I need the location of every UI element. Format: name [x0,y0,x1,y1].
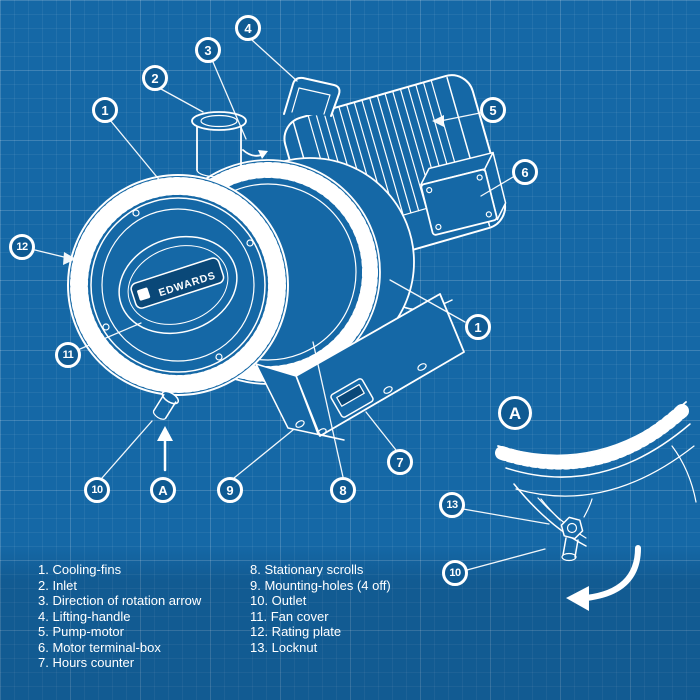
callout-1-lower: 1 [465,314,491,340]
legend-item-11: 11. Fan cover [250,608,329,624]
legend-item-10: 10. Outlet [250,593,307,608]
legend-item-8: 8. Stationary scrolls [250,562,364,577]
legend-item-3: 3. Direction of rotation arrow [38,593,202,608]
unscrew-rotation-arrow [566,545,641,611]
mounting-holes [295,363,427,436]
locknut [560,516,584,562]
legend-item-13: 13. Locknut [250,639,318,655]
legend-item-4: 4. Lifting-handle [38,608,131,624]
legend-item-12: 12. Rating plate [250,624,342,639]
cover-bolt [246,239,254,247]
callout-3: 3 [195,37,221,63]
legend-item-6: 6. Motor terminal-box [38,639,161,655]
leader-arrowhead [432,115,444,127]
rotation-direction-arrow [242,149,268,159]
legend-item-1: 1. Cooling-fins [38,562,122,577]
callout-5: 5 [480,97,506,123]
callout-1-upper: 1 [92,97,118,123]
fan-cover: EDWARDS [67,174,289,396]
brand-plate [130,257,225,309]
legend-item-2: 2. Inlet [38,577,78,593]
outlet-port [152,390,180,420]
cover-bolt [132,209,140,217]
cover-bolt [102,323,110,331]
callout-6: 6 [512,159,538,185]
callout-a-main: A [150,477,176,503]
callout-12: 12 [9,234,35,260]
callout-11: 11 [55,342,81,368]
callout-10-detail: 10 [442,560,468,586]
brand-logo-icon [137,287,151,301]
callout-13: 13 [439,492,465,518]
callout-4: 4 [235,15,261,41]
parts-legend: 1. Cooling-fins 2. Inlet 3. Direction of… [38,562,462,671]
leader-arrowhead [63,252,76,265]
legend-item-7: 7. Hours counter [38,655,135,670]
detail-view-a [495,401,697,611]
callout-2: 2 [142,65,168,91]
cover-bolt [215,353,223,361]
callout-8: 8 [330,477,356,503]
view-a-arrow [157,426,173,472]
motor-terminal-box [419,151,507,236]
fan-cover-fins-ring [70,177,286,393]
callout-7: 7 [387,449,413,475]
inlet-port [191,111,247,178]
callout-10-main: 10 [84,477,110,503]
legend-column-right: 8. Stationary scrolls 9. Mounting-holes … [250,562,462,671]
legend-item-9: 9. Mounting-holes (4 off) [250,577,391,593]
callout-a-detail: A [498,396,532,430]
legend-item-5: 5. Pump-motor [38,624,124,639]
callout-9: 9 [217,477,243,503]
leader-lines [34,39,550,571]
lifting-handle [283,76,341,117]
hours-counter [330,378,374,418]
legend-column-left: 1. Cooling-fins 2. Inlet 3. Direction of… [38,562,250,671]
